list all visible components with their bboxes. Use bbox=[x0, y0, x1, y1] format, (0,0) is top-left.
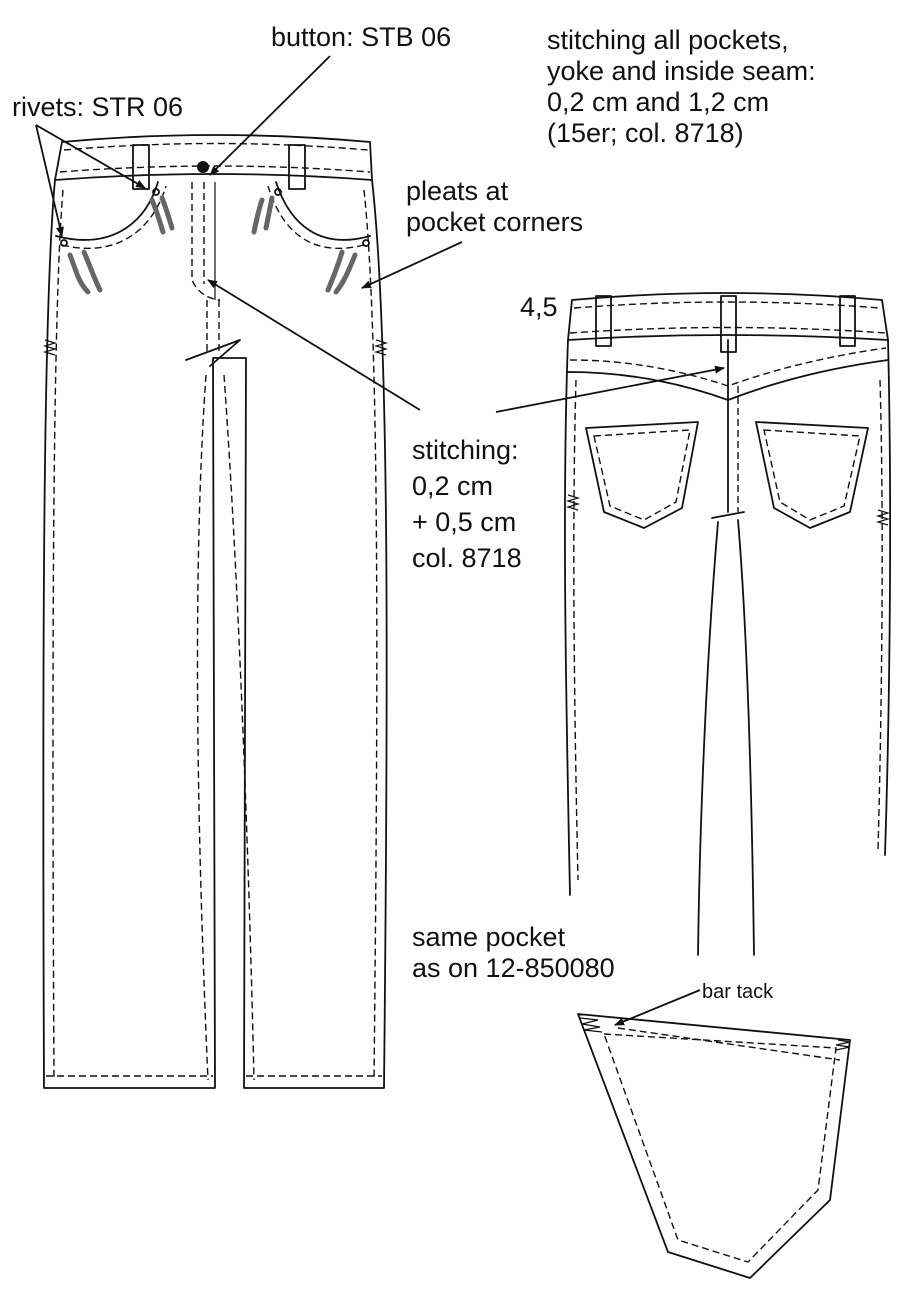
back-belt-loop-left bbox=[595, 295, 612, 347]
front-pocket-right bbox=[275, 181, 371, 241]
back-belt-loop-right bbox=[839, 295, 856, 347]
pocket-detail-outline bbox=[577, 1013, 851, 1279]
front-waistband bbox=[54, 134, 373, 181]
rivet-right-side bbox=[362, 239, 370, 247]
fly-bottom-bartack bbox=[185, 339, 241, 367]
stitching-fly-label: stitching: 0,2 cm + 0,5 cm col. 8718 bbox=[412, 435, 522, 573]
rivet-left-pocket bbox=[152, 188, 160, 196]
back-silhouette bbox=[564, 339, 892, 896]
front-pocket-left bbox=[55, 181, 159, 241]
rivet-left-side bbox=[60, 239, 68, 247]
button-label: button: STB 06 bbox=[271, 22, 452, 52]
pocket-detail bbox=[577, 1013, 851, 1279]
yoke-depth-label: 4,5 bbox=[520, 292, 558, 322]
bar-tack-label: bar tack bbox=[702, 981, 774, 1003]
stitching-pockets-label: stitching all pockets, yoke and inside s… bbox=[547, 25, 816, 148]
front-view bbox=[42, 134, 389, 1089]
same-pocket-label: same pocket as on 12-850080 bbox=[412, 922, 615, 983]
annotation-arrows bbox=[35, 55, 725, 1026]
front-belt-loop-right bbox=[288, 144, 306, 190]
pleat-right-outer bbox=[333, 252, 358, 295]
pleats-label: pleats at pocket corners bbox=[406, 176, 584, 237]
pleat-left-outer bbox=[67, 252, 91, 295]
back-pocket-right bbox=[755, 421, 869, 529]
front-silhouette bbox=[42, 179, 388, 1089]
front-button bbox=[197, 161, 209, 173]
rivets-label: rivets: STR 06 bbox=[12, 92, 184, 122]
back-view bbox=[564, 292, 892, 956]
front-belt-loop-left bbox=[132, 144, 150, 190]
back-pocket-left bbox=[585, 421, 699, 529]
rivet-right-pocket bbox=[274, 188, 282, 196]
